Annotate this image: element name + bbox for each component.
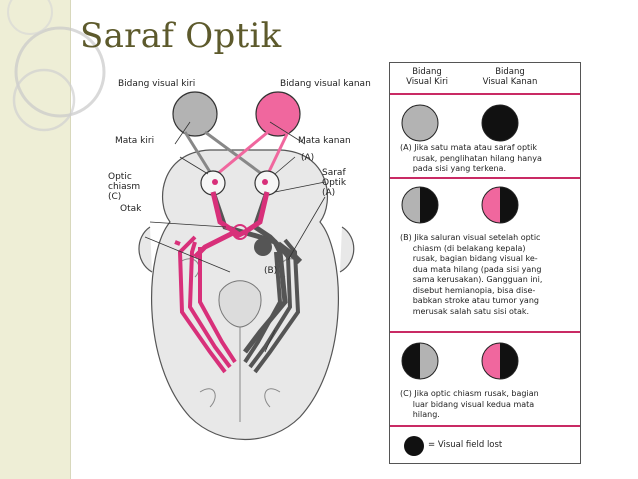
case-b-right-field (481, 186, 519, 224)
panel-header-right: Bidang Visual Kanan (482, 67, 538, 87)
panel-divider (390, 331, 580, 333)
panel-divider (390, 177, 580, 179)
label-marker-a: (A) (301, 153, 315, 163)
panel-divider (390, 425, 580, 427)
case-c-caption: (C) Jika optic chiasm rusak, bagian luar… (400, 389, 539, 419)
label-left-visual-field: Bidang visual kiri (118, 79, 196, 89)
case-a-left-field (401, 104, 439, 142)
label-brain: Otak (120, 204, 142, 214)
case-b-left-field (401, 186, 439, 224)
case-c-right-field (481, 342, 519, 380)
visual-field-panel: Bidang Visual Kiri Bidang Visual Kanan (… (389, 62, 581, 464)
brain-diagram (138, 91, 355, 441)
decor-rings (7, 0, 106, 132)
left-decor-band (0, 0, 70, 479)
label-left-eye: Mata kiri (115, 136, 155, 146)
case-c-left-field (401, 342, 439, 380)
page-title: Saraf Optik (80, 16, 282, 56)
left-decor-line (70, 0, 71, 479)
case-a-caption: (A) Jika satu mata atau saraf optik rusa… (400, 143, 542, 173)
label-optic-chiasm: Optic chiasm (C) (108, 172, 141, 202)
label-right-eye: Mata kanan (298, 136, 351, 146)
panel-divider (390, 93, 580, 95)
panel-header-left: Bidang Visual Kiri (406, 67, 448, 87)
label-optic-nerve: Saraf Optik (A) (322, 168, 347, 198)
legend-lost-swatch (404, 436, 424, 456)
label-marker-b: (B) (264, 266, 278, 276)
legend-label: = Visual field lost (428, 440, 503, 450)
case-b-caption: (B) Jika saluran visual setelah optic ch… (400, 233, 543, 316)
label-right-visual-field: Bidang visual kanan (280, 79, 371, 89)
case-a-right-field (481, 104, 519, 142)
